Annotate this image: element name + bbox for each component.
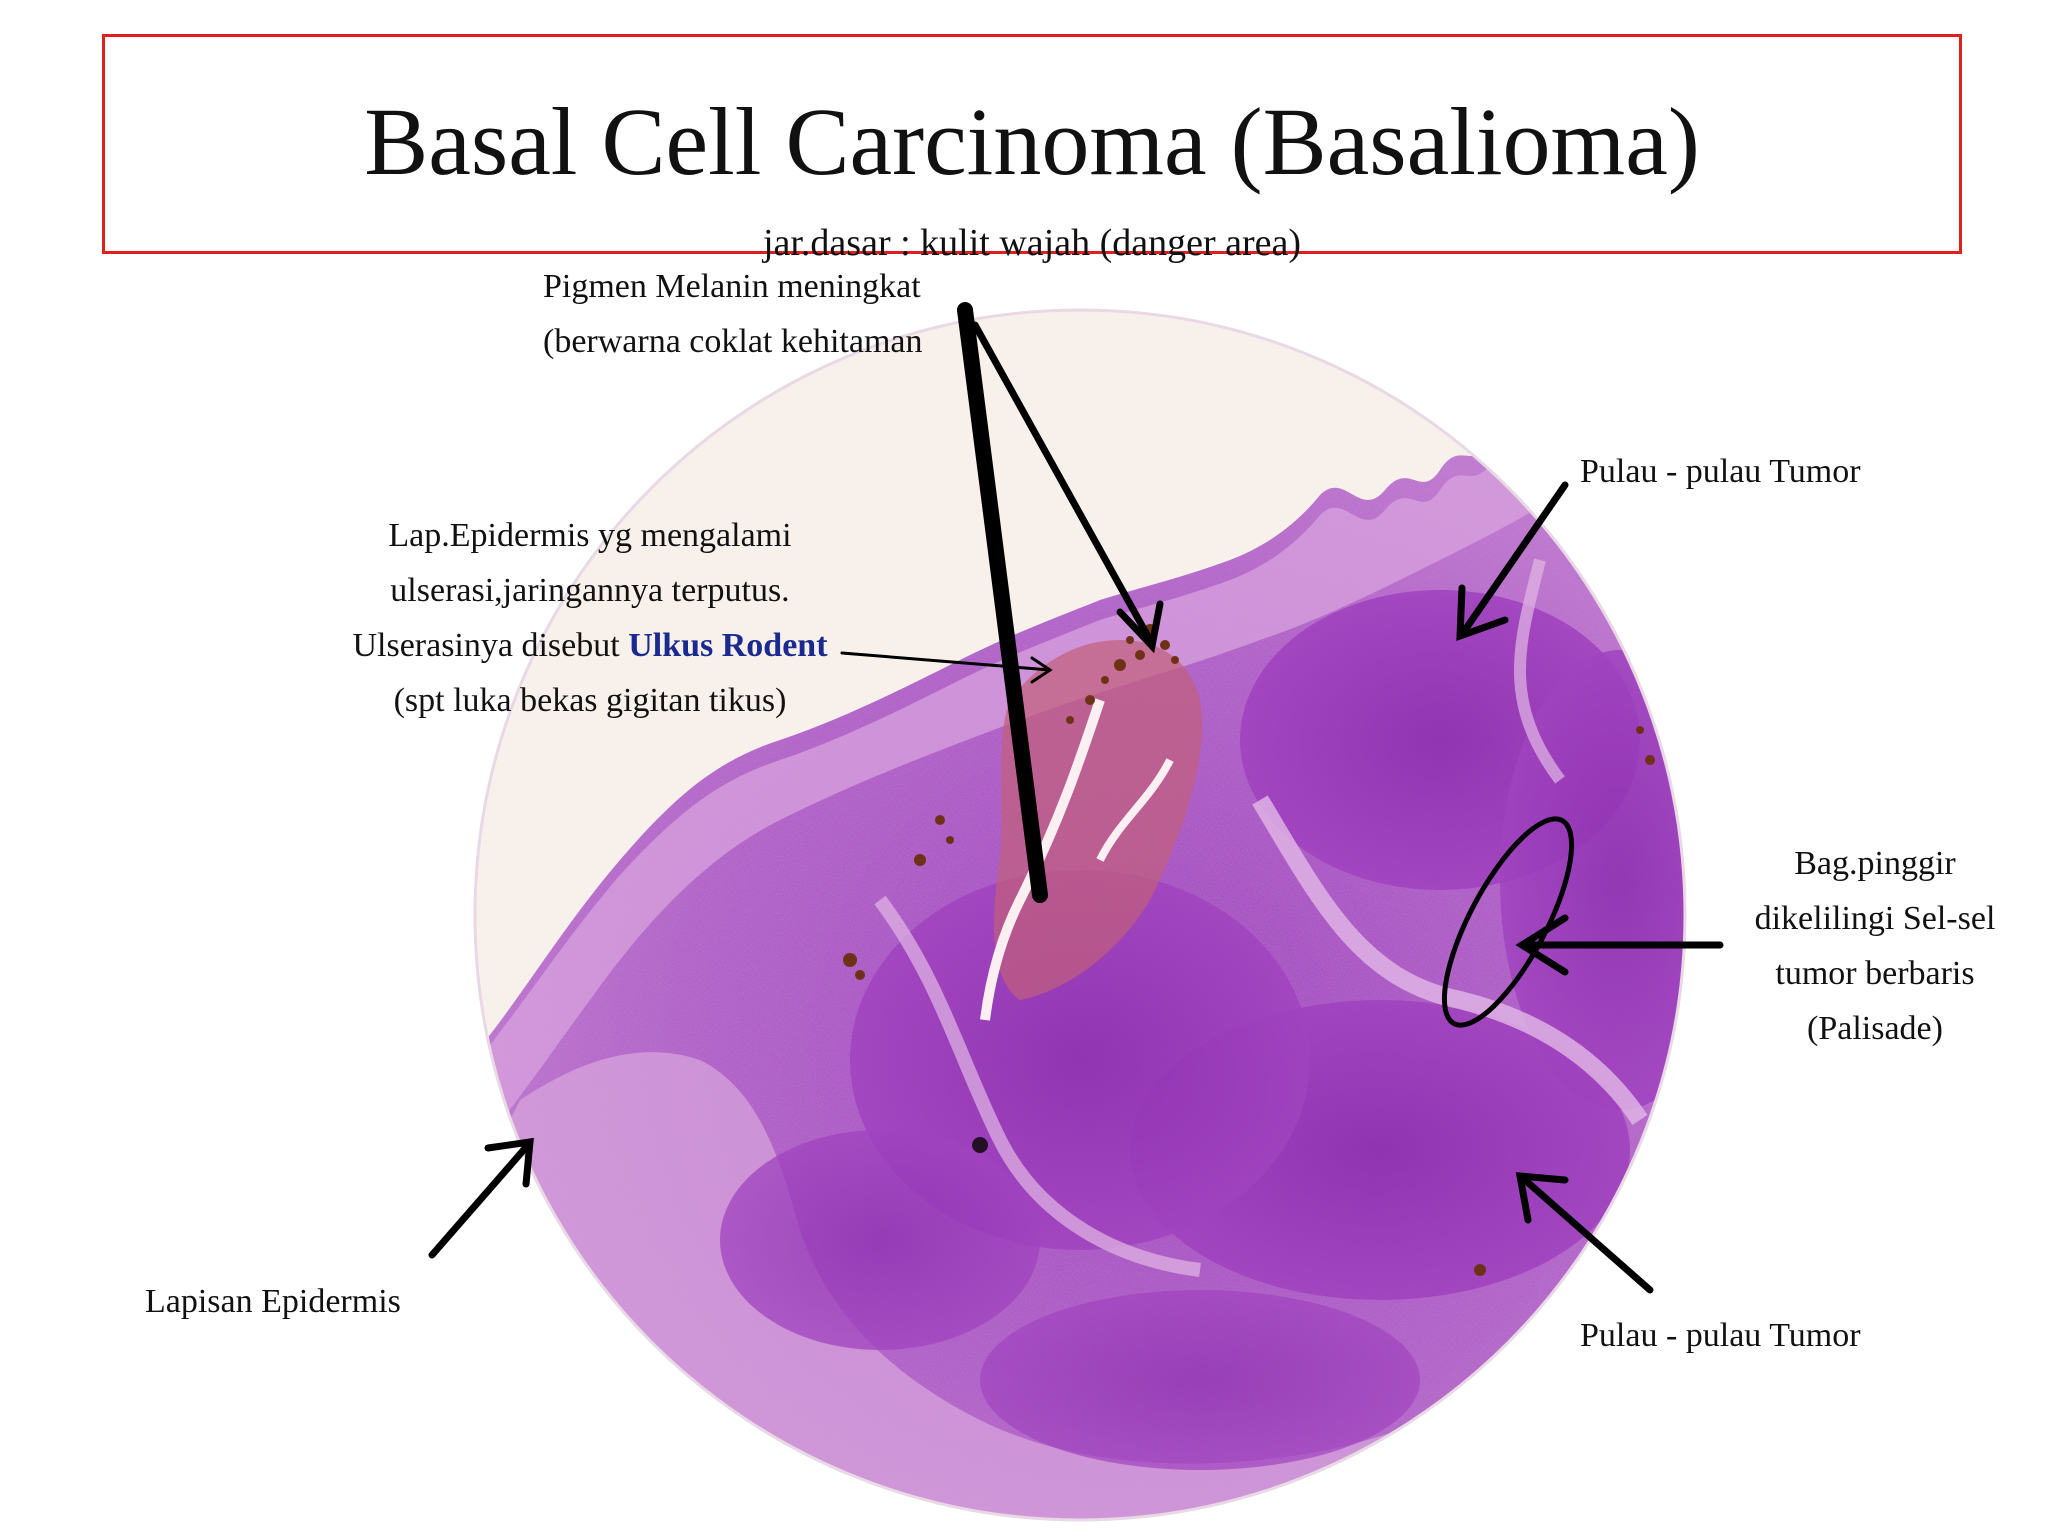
ulcer-region [994,640,1202,1000]
dermis-pale [475,1052,1560,1520]
palisade-highlight [1441,816,1575,1028]
label-melanin: Pigmen Melanin meningkat (berwarna cokla… [543,259,922,369]
label-palisade-line4: (Palisade) [1807,1010,1943,1047]
stroma-streak [1252,795,1648,1125]
stroma-streak [1514,558,1565,784]
label-tumor-top: Pulau - pulau Tumor [1580,453,1861,490]
label-ulcer-line2: ulserasi,jaringannya terputus. [390,572,790,609]
ulcer-arrow-line [840,651,1052,672]
label-ulcer-line3-prefix: Ulserasinya disebut [352,627,629,664]
palisade-arrow-head [1515,914,1569,976]
epidermis-arrow-line [428,1141,532,1259]
tumor-island-bottom [980,1290,1420,1470]
lens-view [475,310,1685,1520]
lens-edge [473,308,1687,1522]
tumor-top-arrow-head [1456,584,1509,642]
stroma-streak [874,895,1201,1277]
label-ulcer-line4: (spt luka bekas gigitan tikus) [393,682,787,719]
label-ulcer-line1: Lap.Epidermis yg mengalami [388,517,792,554]
ulcer-arrow-head [1030,656,1053,684]
annotation-arrows [428,302,1724,1294]
label-palisade-line2: dikelilingi Sel-sel [1754,900,1996,937]
label-palisade-line1: Bag.pinggir [1794,845,1956,882]
label-tumor-bottom: Pulau - pulau Tumor [1580,1317,1861,1354]
label-ulcer-line3: Ulserasinya disebut Ulkus Rodent [320,618,860,673]
pointer-bar [957,302,1048,903]
epidermis-band [475,450,1550,1160]
ulcer-crack [1096,758,1174,862]
page-title: Basal Cell Carcinoma (Basalioma) [364,88,1700,195]
label-palisade-line3: tumor berbaris [1775,955,1975,992]
label-melanin-line2: (berwarna coklat kehitaman [543,323,923,360]
epidermis-arrow-head [484,1137,534,1188]
page-subtitle: jar.dasar : kulit wajah (danger area) [762,222,1302,264]
tumor-bottom-arrow-line [1521,1176,1654,1294]
tumor-island-left [720,1130,1040,1350]
tumor-bottom-arrow-head [1515,1172,1569,1224]
label-epidermis: Lapisan Epidermis [145,1283,401,1320]
tumor-top-arrow-line [1461,481,1569,634]
melanin-arrow-line [971,321,1154,644]
label-ulcer-highlight: Ulkus Rodent [628,627,828,664]
label-ulcer: Lap.Epidermis yg mengalami ulserasi,jari… [320,508,860,728]
title-frame: Basal Cell Carcinoma (Basalioma) jar.das… [102,34,1962,264]
label-melanin-line1: Pigmen Melanin meningkat [543,268,921,305]
label-palisade: Bag.pinggir dikelilingi Sel-sel tumor be… [1725,836,2025,1056]
ulcer-crack [980,698,1105,1021]
dark-spot [972,1137,988,1153]
melanin-arrow-head [1116,600,1164,654]
